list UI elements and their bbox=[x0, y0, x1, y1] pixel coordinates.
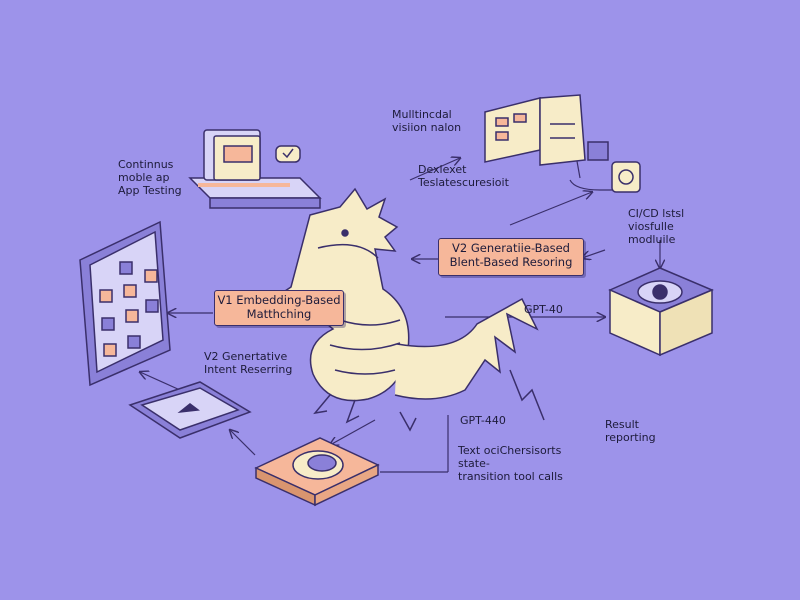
arrow-chip-to-tablet bbox=[230, 430, 256, 456]
v1-embedding-box: V1 Embedding-Based Matthching bbox=[214, 290, 344, 326]
chip-module bbox=[254, 437, 380, 507]
label-gpt-top: GPT-40 bbox=[524, 303, 563, 316]
arrow-tablet-to-phone bbox=[140, 372, 181, 391]
tablet-device bbox=[128, 381, 252, 439]
label-dev-text: Dexlexet Teslatescuresioit bbox=[418, 163, 509, 189]
phone-device bbox=[79, 220, 171, 387]
label-multimodal: Mulltincdal visiion nalon bbox=[392, 108, 462, 134]
laptop-device bbox=[188, 129, 322, 209]
label-gpt-bottom: GPT-440 bbox=[460, 414, 506, 427]
v2-generative-box: V2 Generatiie-Based Blent-Based Resoring bbox=[438, 238, 584, 276]
arrow-to-multimodal bbox=[509, 192, 592, 226]
label-text-transition: Text ociChersisorts state- transition to… bbox=[458, 444, 563, 483]
monitors bbox=[484, 94, 641, 193]
arrow-text-to-multimodal bbox=[409, 158, 460, 181]
vision-module bbox=[608, 267, 714, 357]
label-result-reporting: Result reporting bbox=[605, 418, 656, 444]
cable bbox=[569, 179, 620, 191]
label-continuous-testing: Continnus moble ap App Testing bbox=[118, 158, 182, 197]
label-v2-intent: V2 Genertative Intent Reserring bbox=[204, 350, 293, 376]
label-cicd: CI/CD lstsl viosfulle modluile bbox=[628, 207, 685, 246]
arrow-dragon-to-chip bbox=[330, 419, 376, 445]
arrow-cicd-to-v2 bbox=[582, 249, 606, 258]
